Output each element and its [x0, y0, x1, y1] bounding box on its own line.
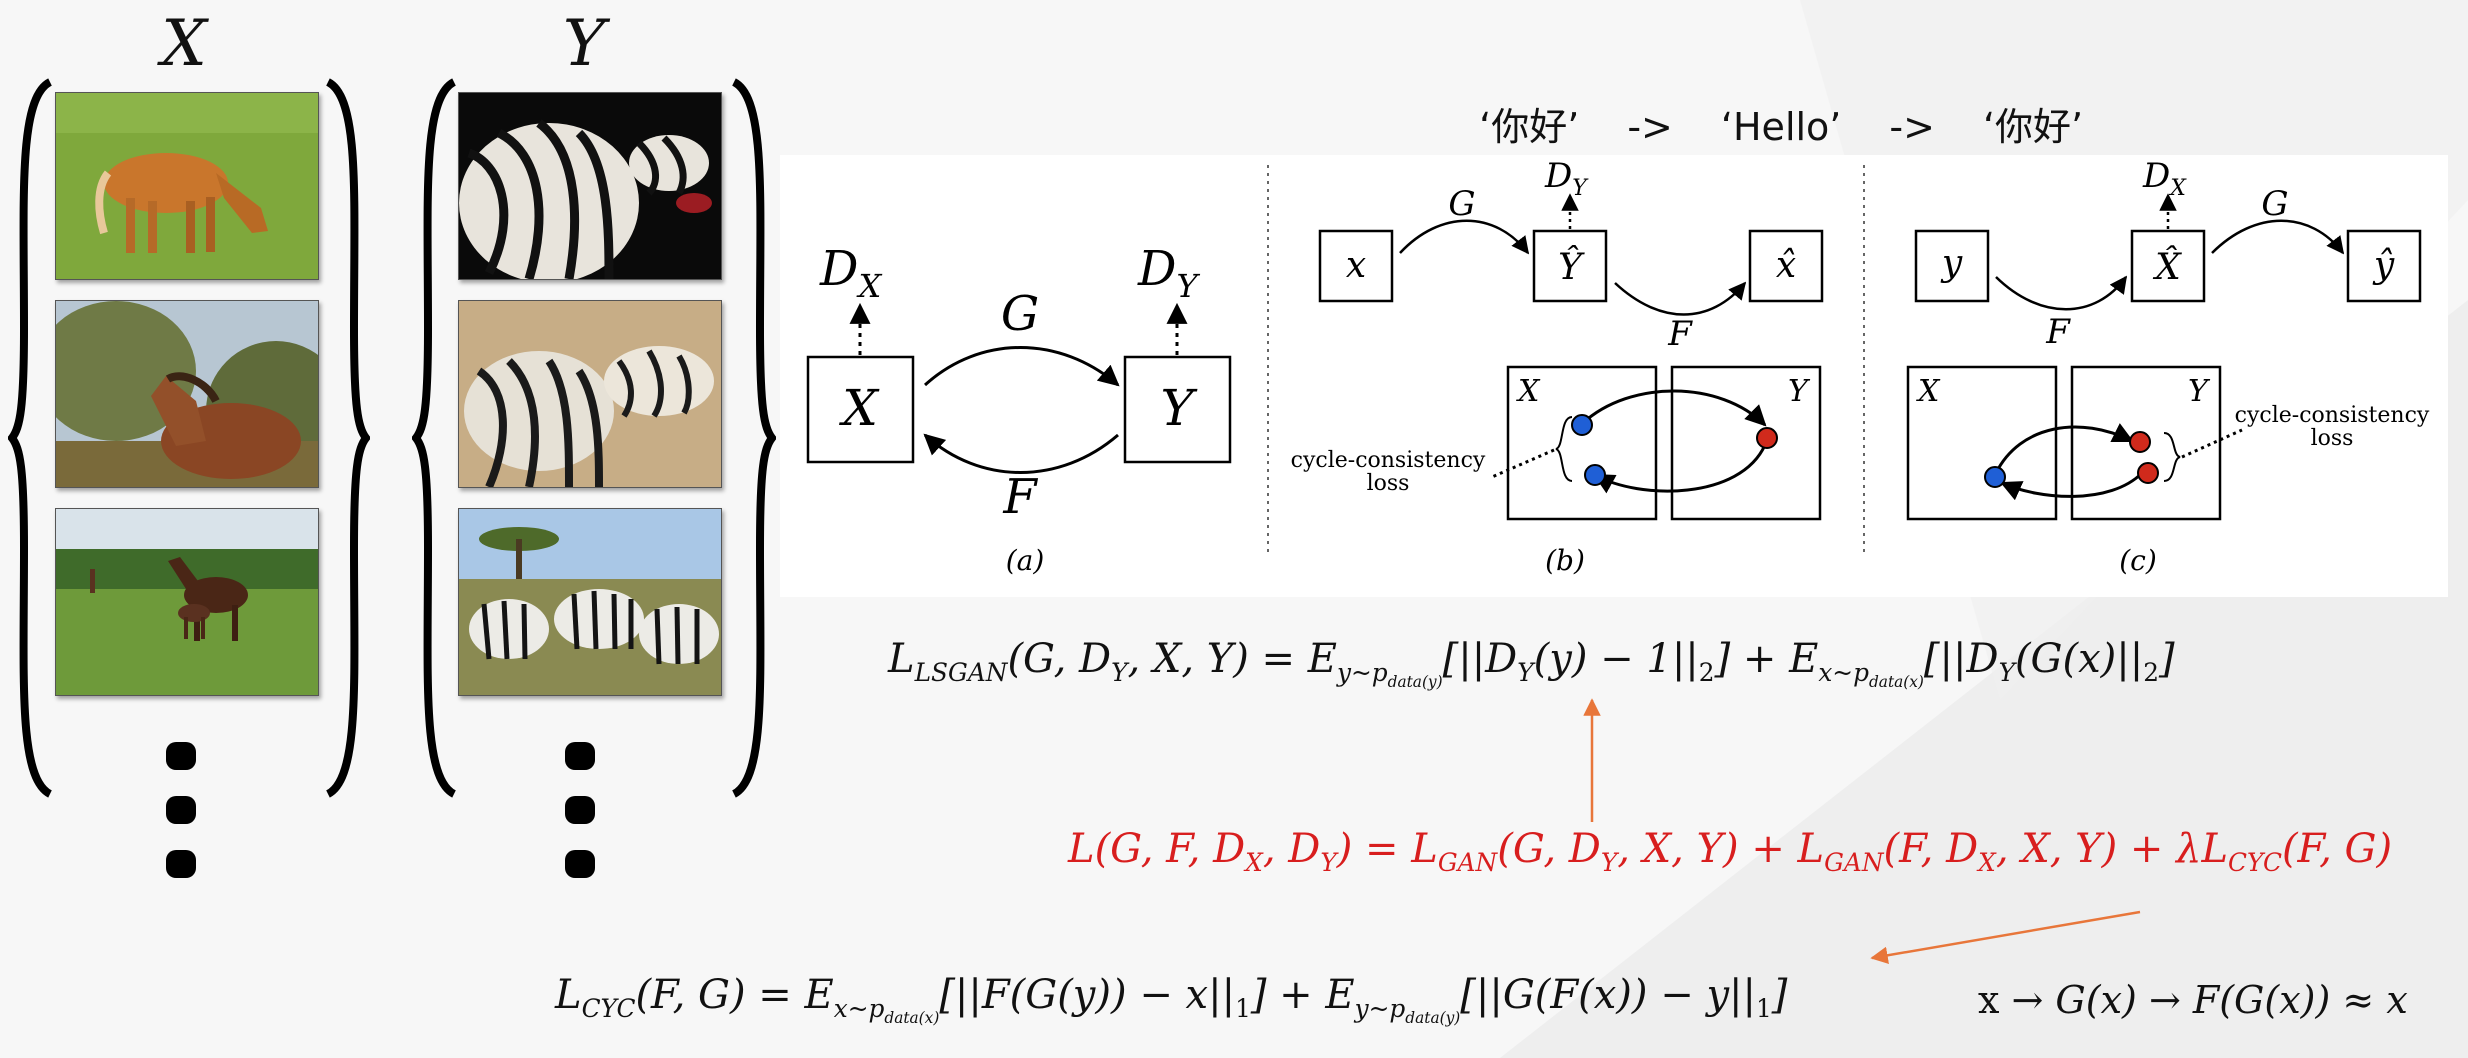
b-caption: (b) [1545, 544, 1585, 577]
a-node-y-label: Y [1160, 379, 1197, 437]
set-y-label: Y [562, 7, 606, 81]
b-node-x-label: x [1346, 245, 1366, 286]
c-node-xhat [2130, 229, 2206, 303]
a-label-dy: DY [1137, 241, 1200, 305]
zebra-herd-photo [458, 508, 722, 696]
translation-example: ‘你好’ -> ‘Hello’ -> ‘你好’ [1455, 52, 2131, 151]
mare-foal-photo [55, 508, 319, 696]
c-domain-x-label: X [1916, 374, 1941, 409]
a-label-f: F [1002, 469, 1038, 525]
c-cycle-forward [1994, 423, 2134, 474]
zebra-close-photo [458, 92, 722, 280]
c-label-f: F [2045, 312, 2071, 352]
c-point-x [2137, 462, 2159, 484]
b-domain-x-label: X [1516, 374, 1541, 409]
set-y-ellipsis [565, 742, 601, 904]
c-node-y [1914, 229, 1990, 303]
a-label-dx: DX [819, 241, 882, 305]
c-node-y-label: y [1940, 243, 1963, 284]
b-cycle-back [1593, 444, 1767, 494]
b-node-x [1318, 229, 1394, 303]
zebras-resting-photo [458, 300, 722, 488]
b-node-yhat-label: Ŷ [1558, 246, 1585, 288]
a-node-x-label: X [838, 379, 880, 437]
b-domain-x-box [1506, 365, 1658, 521]
c-caption: (c) [2119, 544, 2157, 577]
b-point-yhat [1756, 427, 1778, 449]
b-domain-y-label: Y [1788, 374, 1811, 409]
diagram-a: X Y G F DX DY (a) [806, 241, 1232, 577]
a-caption: (a) [1006, 544, 1045, 577]
set-x-label: X [161, 7, 207, 81]
b-node-xhat [1748, 229, 1824, 303]
a-arrow-g [923, 346, 1120, 387]
b-label-dy: DY [1544, 156, 1589, 201]
c-node-xhat-label: X̂ [2152, 245, 2182, 288]
translation-target: ‘Hello’ [1720, 105, 1842, 149]
c-point-y [1984, 466, 2006, 488]
cycle-loss-formula: LCYC(F, G) = Ex~pdata(x)[||F(G(y)) − x||… [555, 972, 1788, 1027]
c-loss-label-1: cycle-consistency [2235, 403, 2430, 428]
c-loss-label-2: loss [2311, 426, 2354, 451]
translation-arrow-2: -> [1889, 105, 1935, 149]
translation-back: ‘你好’ [1982, 105, 2084, 149]
set-y-left-brace [412, 78, 457, 798]
b-loss-label-1: cycle-consistency [1291, 448, 1486, 473]
full-objective-formula: L(G, F, DX, DY) = LGAN(G, DY, X, Y) + LG… [1068, 826, 2393, 877]
cyclegan-diagram: X Y G F DX DY (a) x Ŷ x̂ G F [806, 156, 2430, 577]
c-loss-brace [2163, 432, 2181, 482]
c-arrow-g [2211, 219, 2345, 255]
c-point-yhat [2129, 431, 2151, 453]
b-arrow-f [1614, 281, 1747, 316]
set-x-ellipsis [166, 742, 202, 904]
horse-grazing-photo [55, 92, 319, 280]
set-x-left-brace [8, 78, 53, 798]
b-node-yhat [1532, 229, 1608, 303]
b-loss-pointer [1491, 448, 1555, 479]
c-domain-y-label: Y [2188, 374, 2211, 409]
a-label-g: G [1001, 286, 1039, 342]
cyclegan-diagram-panel: X Y G F DX DY (a) x Ŷ x̂ G F [780, 155, 2448, 597]
b-loss-brace [1555, 416, 1573, 482]
horse-bushes-photo [55, 300, 319, 488]
c-node-yhat-label: ŷ [2372, 245, 2395, 286]
translation-arrow-1: -> [1627, 105, 1673, 149]
cycle-consistency-chain: x → G(x) → F(G(x)) ≈ x [1978, 978, 2408, 1022]
translation-source: ‘你好’ [1479, 105, 1580, 149]
b-loss-label-2: loss [1367, 471, 1410, 496]
b-node-xhat-label: x̂ [1776, 245, 1796, 286]
a-node-x [806, 355, 915, 464]
set-y-right-brace [731, 78, 776, 798]
b-point-x [1571, 414, 1593, 436]
lsgan-formula: LLSGAN(G, DY, X, Y) = Ey~pdata(y)[||DY(y… [888, 636, 2175, 691]
b-label-g: G [1448, 184, 1475, 224]
c-label-g: G [2261, 184, 2288, 224]
a-node-y [1123, 355, 1232, 464]
c-cycle-back [2000, 471, 2144, 501]
b-label-f: F [1667, 314, 1693, 354]
diagram-b: x Ŷ x̂ G F DY X Y cycle-consistency loss [1291, 156, 1824, 577]
diagram-c: y X̂ ŷ F G DX X Y cycle-consistency loss [1906, 156, 2430, 577]
set-x-right-brace [325, 78, 370, 798]
b-point-xhat [1584, 464, 1606, 486]
c-arrow-f [1995, 275, 2128, 311]
c-node-yhat [2346, 229, 2422, 303]
a-arrow-f [923, 433, 1119, 474]
b-cycle-forward [1581, 389, 1767, 427]
c-label-dx: DX [2142, 156, 2187, 201]
b-arrow-g [1399, 219, 1530, 255]
